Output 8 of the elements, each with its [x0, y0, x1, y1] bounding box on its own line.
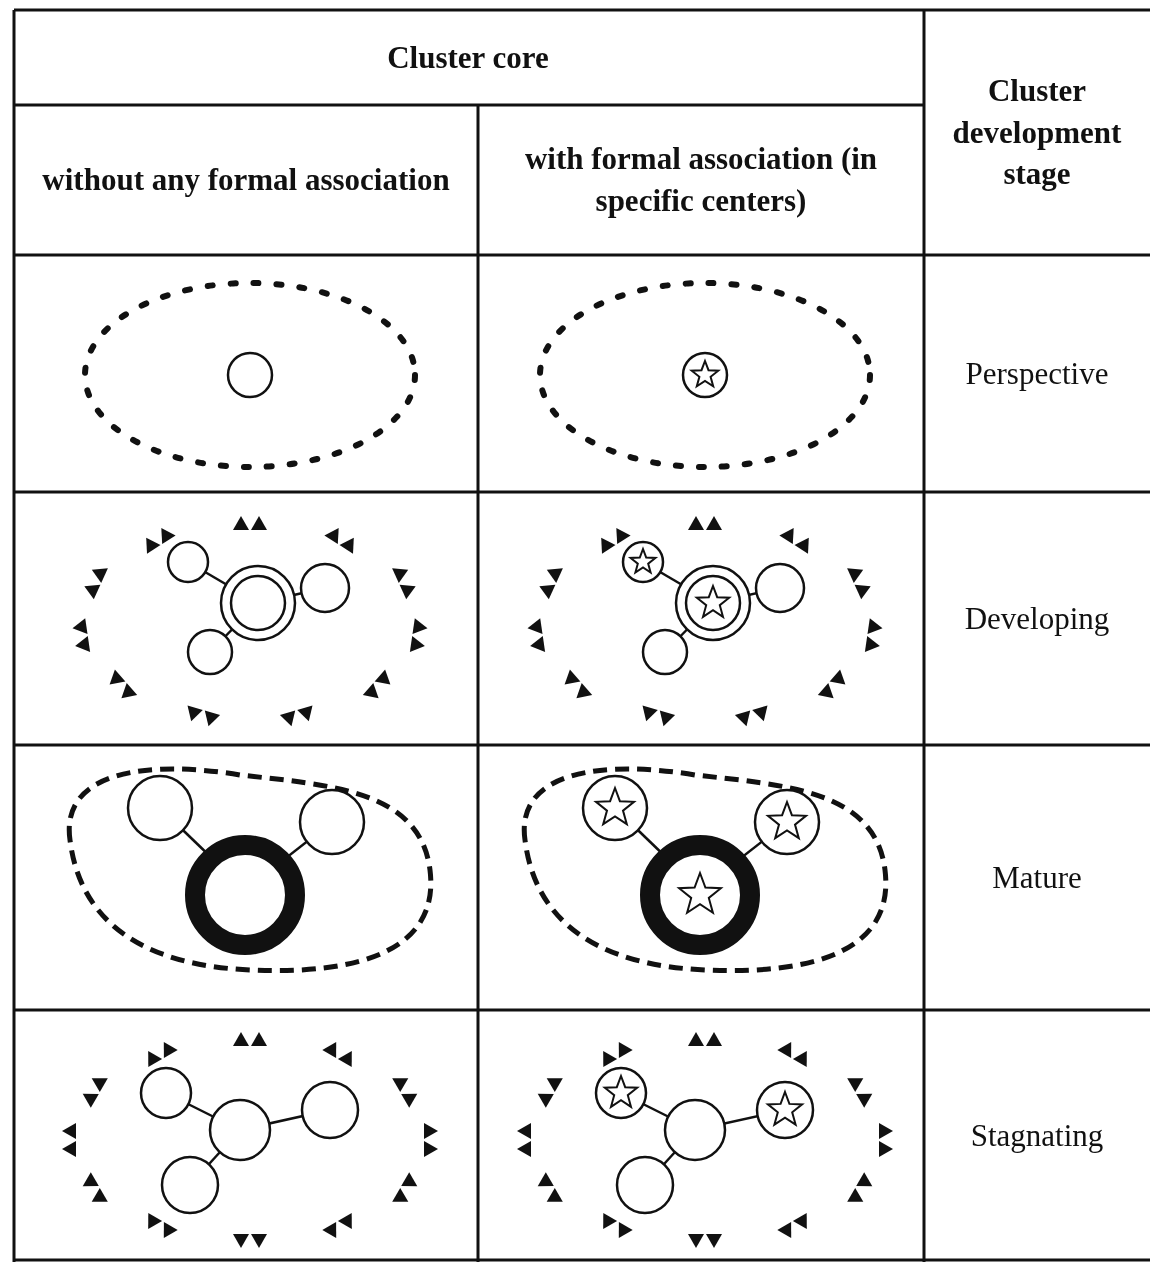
row-label: Developing	[963, 599, 1111, 638]
column-header: Cluster core	[386, 38, 550, 77]
row-label: Perspective	[964, 354, 1110, 393]
column-header: with formal association (in specific centers)	[523, 140, 879, 220]
row-label: Stagnating	[969, 1117, 1105, 1156]
column-header: without any formal association	[41, 161, 451, 200]
column-header: Cluster development stage	[951, 71, 1123, 194]
row-label: Mature	[991, 858, 1083, 897]
